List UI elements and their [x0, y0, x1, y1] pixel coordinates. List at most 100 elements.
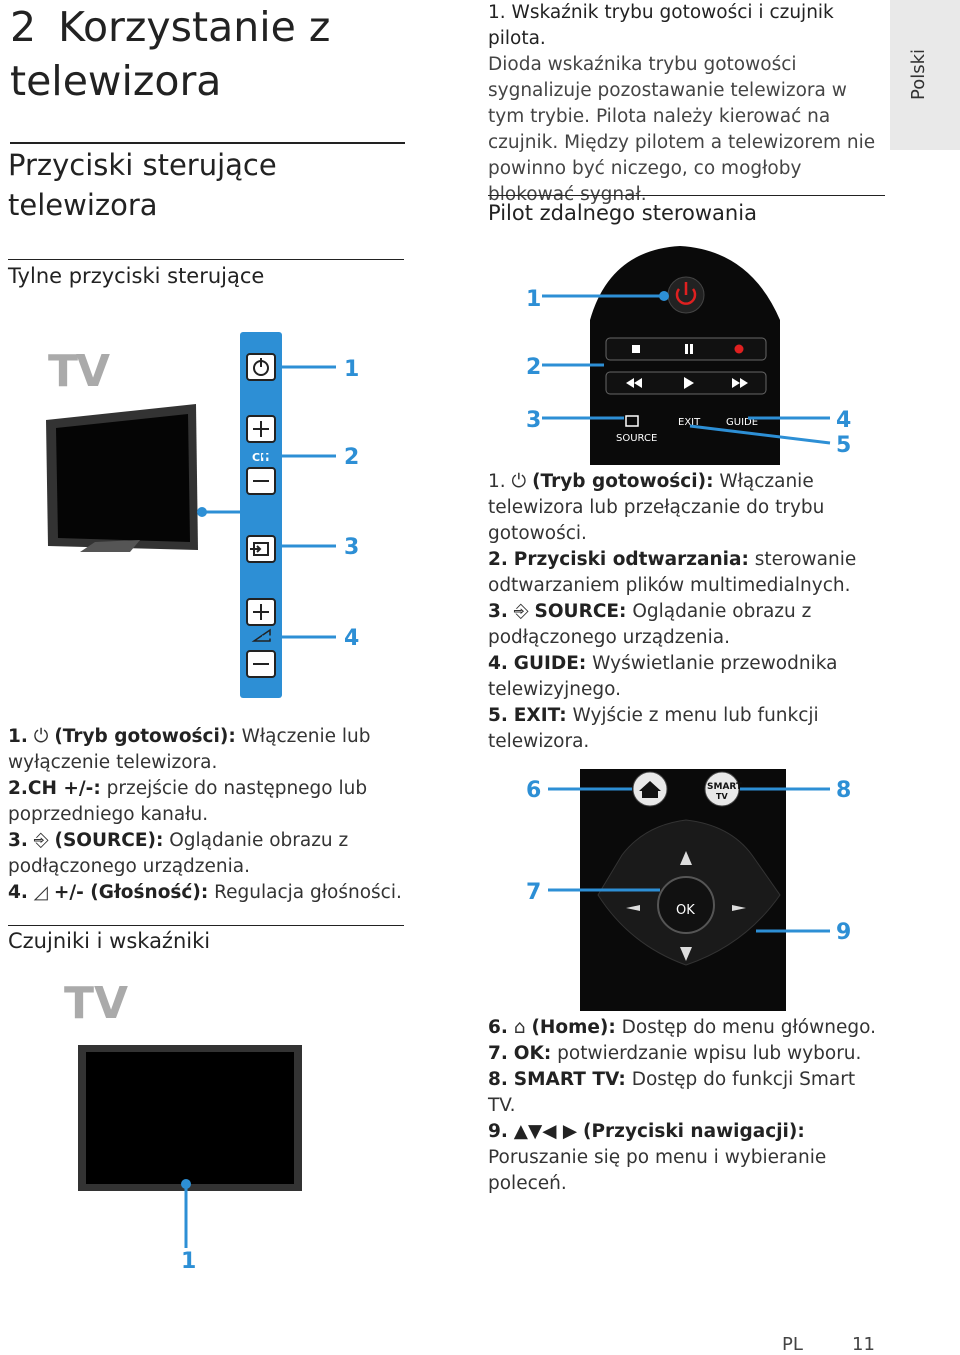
play-icon [684, 377, 694, 389]
page-number: 11 [852, 1334, 875, 1355]
remote-rule [488, 195, 885, 196]
remote-item-7-text: potwierdzanie wpisu lub wyboru. [551, 1043, 862, 1064]
right-arrow-icon [732, 905, 746, 911]
remote-item-9-text: Poruszanie się po menu i wybieranie pole… [488, 1147, 827, 1194]
remote-callout-7: 7 [526, 880, 541, 905]
power-icon: ⏻ [511, 471, 527, 492]
callout-4: 4 [344, 626, 359, 651]
rear-rule [8, 259, 404, 260]
rear-item-1-bold: (Tryb gotowości): [54, 726, 236, 747]
tv-front-icon [78, 1045, 302, 1191]
remote-bottom-list: 6. ⌂ (Home): Dostęp do menu głównego. 7.… [488, 1015, 888, 1197]
volume-icon: ◿ [33, 882, 49, 903]
smart-label: SMART [707, 782, 743, 792]
ch-label: CH [252, 451, 269, 464]
remote-top-list: 1. ⏻ (Tryb gotowości): Włączanie telewiz… [488, 469, 878, 755]
section-title: Przyciski sterujące telewizora [8, 148, 277, 222]
remote-item-1-text: Włączanie telewizora lub przełączanie do… [488, 471, 825, 544]
standby-text: Dioda wskaźnika trybu gotowości sygnaliz… [488, 54, 876, 205]
remote-top-illustration: SOURCE EXIT GUIDE 1 2 3 4 5 [526, 246, 851, 465]
remote-item-5-num: 5. [488, 705, 508, 726]
remote-item-4-text: Wyświetlanie przewodnika telewizyjnego. [488, 653, 838, 700]
tv-label: TV [48, 346, 110, 397]
left-arrow-icon [626, 905, 640, 911]
standby-title: 1. Wskaźnik trybu gotowości i czujnik pi… [488, 2, 834, 49]
standby-block: 1. Wskaźnik trybu gotowości i czujnik pi… [488, 0, 888, 208]
exit-label: EXIT [678, 417, 701, 428]
remote-item-8-bold: SMART TV: [513, 1069, 626, 1090]
power-icon: ⏻ [33, 726, 49, 747]
heading-rule [10, 142, 405, 144]
rear-item-1-text: Włączenie lub wyłączenie telewizora. [8, 726, 371, 773]
remote-item-2-text: sterowanie odtwarzaniem plików multimedi… [488, 549, 857, 596]
rewind-icon [626, 378, 642, 388]
remote-item-2-bold: Przyciski odtwarzania: [513, 549, 749, 570]
down-arrow-icon [680, 947, 692, 961]
language-tab-label: Polski [908, 48, 929, 100]
rear-item-4-num: 4. [8, 882, 28, 903]
sensors-rule [8, 925, 404, 926]
remote-item-3-num: 3. [488, 601, 508, 622]
sensor-callout-1: 1 [181, 1249, 196, 1274]
stop-icon [632, 345, 640, 353]
pause-icon [685, 344, 688, 354]
remote-item-7-num: 7. [488, 1043, 508, 1064]
footer-lang: PL [782, 1334, 803, 1355]
tv-label: TV [64, 978, 128, 1029]
remote-callout-3: 3 [526, 408, 541, 433]
home-icon [639, 781, 661, 798]
remote-title: Pilot zdalnego sterowania [488, 201, 757, 225]
remote-item-8-text: Dostęp do funkcji Smart TV. [488, 1069, 856, 1116]
remote-callout-4: 4 [836, 408, 851, 433]
remote-callout-5: 5 [836, 433, 851, 458]
source-label: SOURCE [616, 433, 657, 444]
tv-icon [46, 404, 198, 552]
rear-item-1-num: 1. [8, 726, 28, 747]
remote-item-3-text: Oglądanie obrazu z podłączonego urządzen… [488, 601, 812, 648]
remote-item-9-bold: (Przyciski nawigacji): [583, 1121, 805, 1142]
rear-item-4-bold: +/- (Głośność): [53, 882, 209, 903]
nav-pad [597, 819, 781, 966]
tv-label-small: TV [716, 792, 728, 801]
up-arrow-icon [680, 851, 692, 865]
rear-controls-illustration: TV CH 1 2 3 4 [46, 332, 359, 698]
chapter-number: 2 [10, 3, 37, 51]
remote-item-5-text: Wyjście z menu lub funkcji telewizora. [488, 705, 819, 752]
record-icon [734, 344, 744, 354]
remote-item-4-num: 4. [488, 653, 508, 674]
remote-item-6-text: Dostęp do menu głównego. [615, 1017, 876, 1038]
remote-item-4-bold: GUIDE: [513, 653, 587, 674]
source-icon [625, 415, 639, 427]
home-icon: ⌂ [513, 1017, 526, 1038]
rear-item-3-bold: (SOURCE): [54, 830, 164, 851]
rear-controls-title: Tylne przyciski sterujące [8, 264, 265, 288]
remote-item-1-num: 1. [488, 471, 506, 492]
language-tab: Polski [890, 0, 960, 150]
remote-item-6-bold: (Home): [531, 1017, 616, 1038]
forward-icon [732, 378, 748, 388]
rear-item-3-num: 3. [8, 830, 28, 851]
ok-button-shape [657, 876, 715, 934]
rear-item-2-num: 2. [8, 778, 28, 799]
rear-item-4-text: Regulacja głośności. [208, 882, 402, 903]
remote-callout-6: 6 [526, 778, 541, 803]
nav-arrows-icon: ▲▼◀ ▶ [513, 1121, 578, 1142]
remote-item-9-num: 9. [488, 1121, 508, 1142]
power-icon [675, 282, 697, 305]
remote-item-6-num: 6. [488, 1017, 508, 1038]
ok-label: OK [676, 903, 695, 918]
source-icon: ⎆ [513, 601, 529, 622]
sensors-title: Czujniki i wskaźniki [8, 929, 211, 953]
remote-item-5-bold: EXIT: [513, 705, 567, 726]
remote-item-2-num: 2. [488, 549, 508, 570]
remote-callout-9: 9 [836, 920, 851, 945]
remote-item-1-bold: (Tryb gotowości): [532, 471, 714, 492]
rear-item-2-bold: CH +/-: [27, 778, 101, 799]
control-panel [240, 332, 282, 698]
rear-item-2-text: przejście do następnego lub poprzedniego… [8, 778, 368, 825]
guide-label: GUIDE [726, 417, 758, 428]
remote-callout-8: 8 [836, 778, 851, 803]
chapter-title: Korzystanie z telewizora [10, 3, 331, 105]
rear-item-3-text: Oglądanie obrazu z podłączonego urządzen… [8, 830, 349, 877]
